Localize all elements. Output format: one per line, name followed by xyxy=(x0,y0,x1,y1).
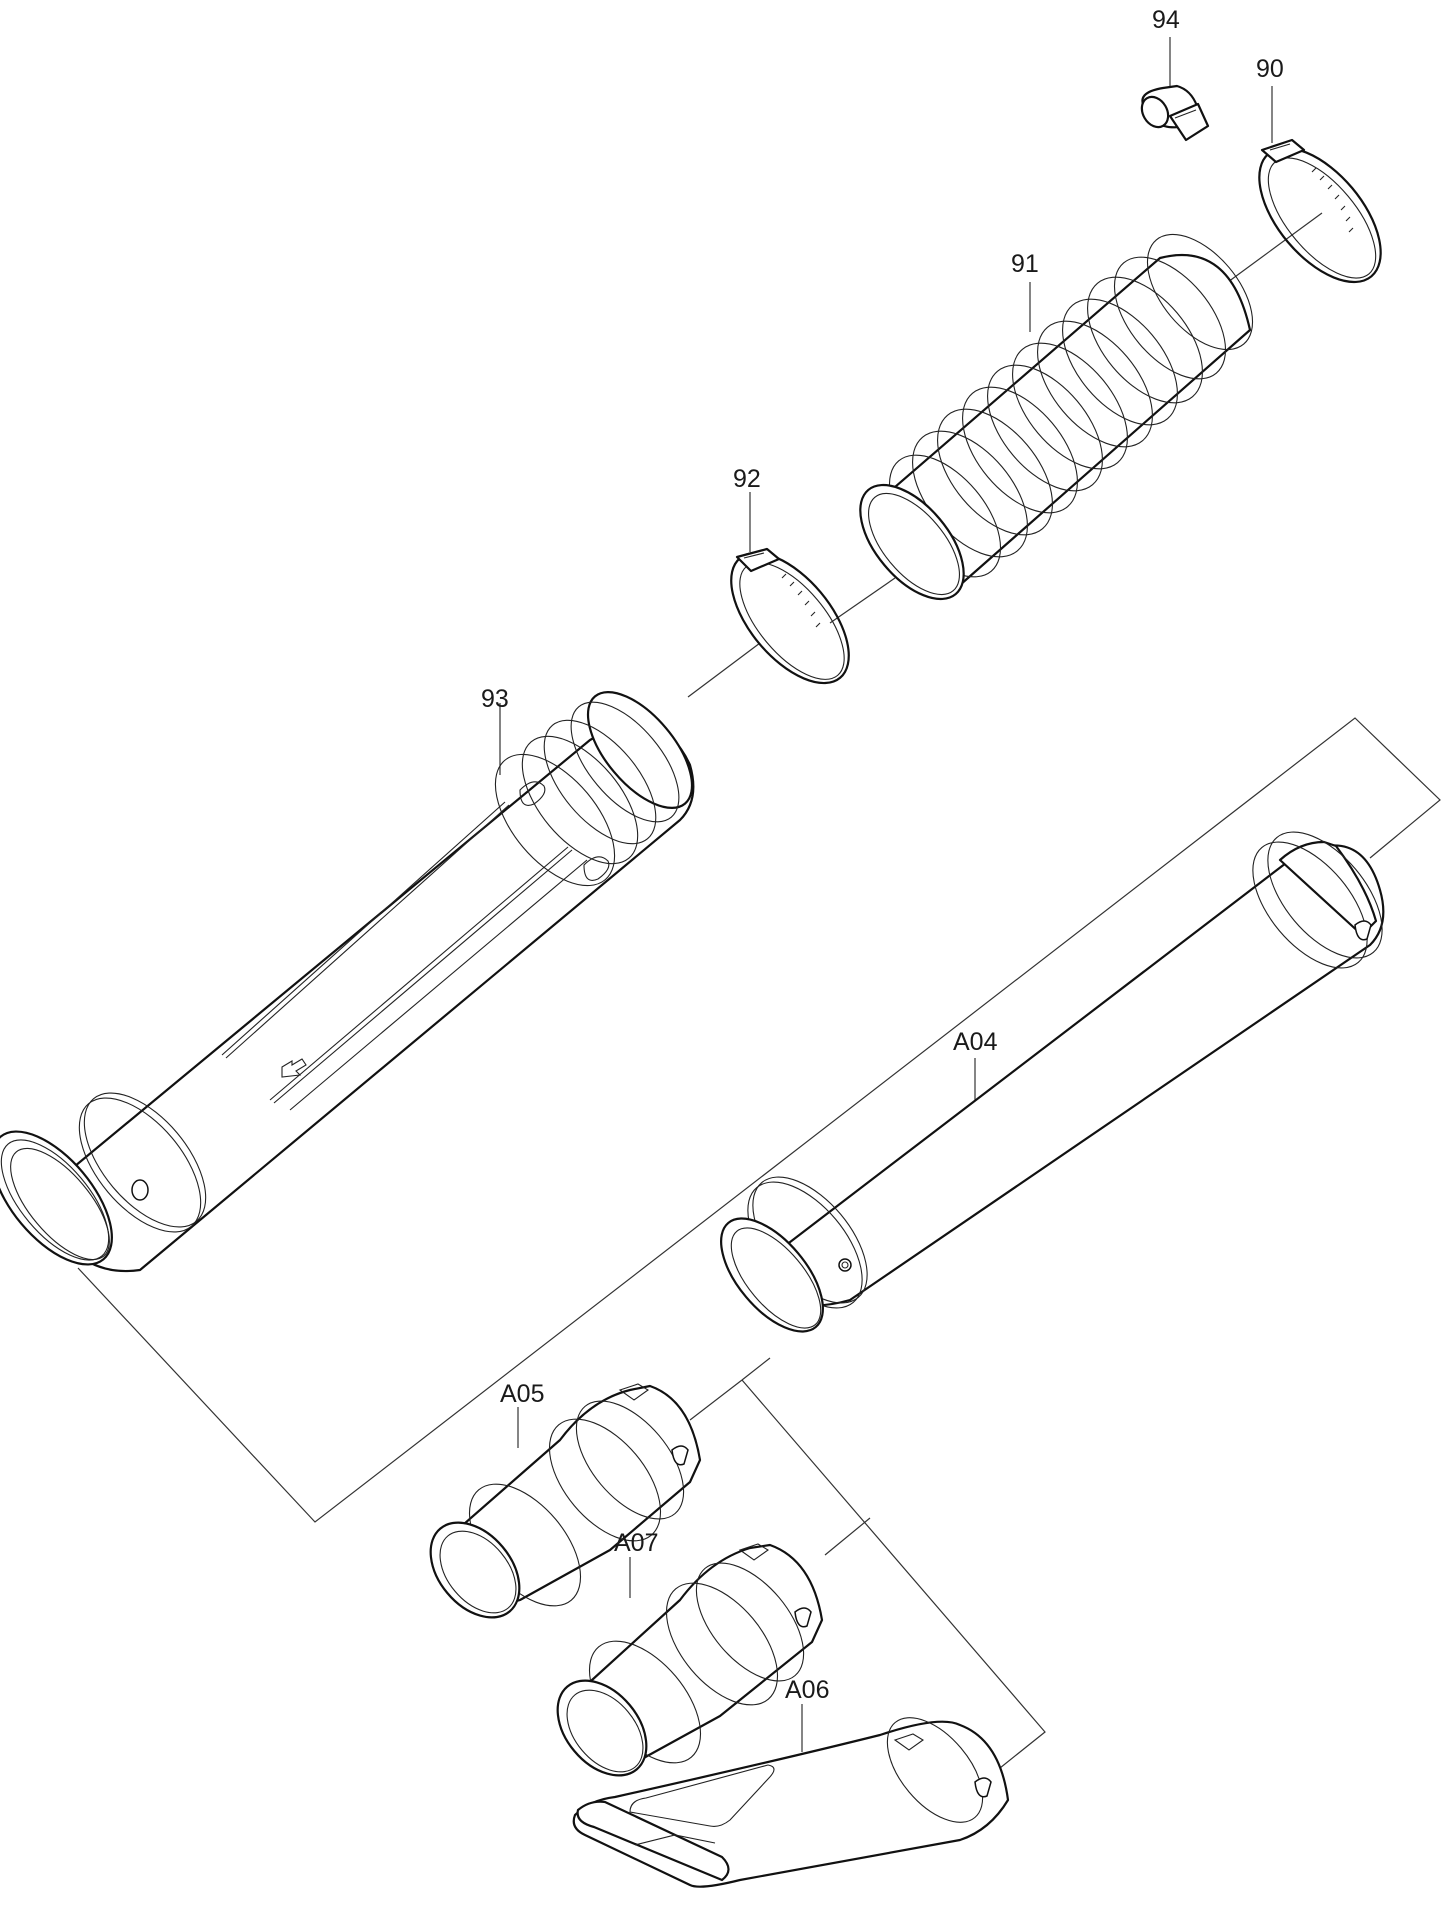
label-94: 94 xyxy=(1152,6,1180,34)
label-a05: A05 xyxy=(500,1380,544,1408)
part-90-hose-clamp[interactable] xyxy=(1236,86,1403,303)
label-90: 90 xyxy=(1256,55,1284,83)
part-a04-pipe[interactable] xyxy=(702,812,1404,1349)
part-93-pipe[interactable] xyxy=(0,675,711,1285)
part-a07-nozzle[interactable] xyxy=(540,1543,824,1793)
part-a05-nozzle[interactable] xyxy=(413,1382,704,1635)
label-a06: A06 xyxy=(785,1676,829,1704)
clamp-serrations xyxy=(781,573,821,628)
part-a06-flat-nozzle[interactable] xyxy=(572,1701,1010,1888)
bellows-ribs xyxy=(888,233,1254,578)
part-91-bellows[interactable] xyxy=(841,215,1273,617)
label-92: 92 xyxy=(733,465,761,493)
direction-arrow-icon xyxy=(281,1058,307,1078)
assembly-leader-lines xyxy=(77,212,1441,1769)
clamp-serrations xyxy=(1311,167,1354,233)
label-a07: A07 xyxy=(614,1529,658,1557)
part-94-clip[interactable] xyxy=(1137,37,1210,142)
label-91: 91 xyxy=(1011,250,1039,278)
part-92-hose-clamp[interactable] xyxy=(709,492,871,703)
label-93: 93 xyxy=(481,685,509,713)
label-a04: A04 xyxy=(953,1028,998,1056)
